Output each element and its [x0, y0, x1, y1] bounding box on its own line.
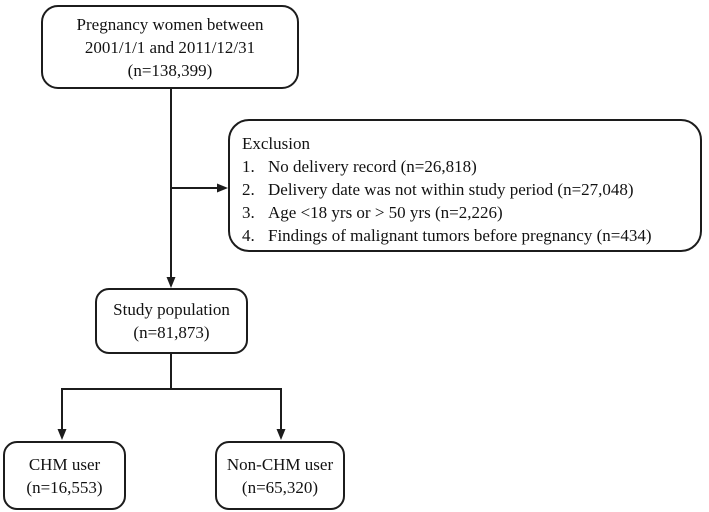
study-line-1: Study population: [113, 300, 230, 319]
exclusion-item-4-number: 4.: [242, 226, 255, 245]
exclusion-item-2-number: 2.: [242, 180, 255, 199]
exclusion-item-4-text: Findings of malignant tumors before preg…: [268, 226, 652, 245]
node-exclusion: Exclusion 1. No delivery record (n=26,81…: [228, 119, 702, 252]
exclusion-item-2: 2. Delivery date was not within study pe…: [242, 178, 690, 201]
exclusion-item-4: 4. Findings of malignant tumors before p…: [242, 224, 690, 247]
study-line-2: (n=81,873): [133, 323, 210, 342]
chm-line-1: CHM user: [28, 454, 101, 474]
exclusion-item-2-text: Delivery date was not within study perio…: [268, 180, 634, 199]
exclusion-item-3: 3. Age <18 yrs or > 50 yrs (n=2,226): [242, 201, 690, 224]
nonchm-line-1: Non-CHM user: [226, 454, 334, 474]
exclusion-item-1: 1. No delivery record (n=26,818): [242, 155, 690, 178]
source-line-2: 2001/1/1 and 2011/12/31: [84, 37, 256, 57]
node-study-population: Study population (n=81,873): [95, 288, 248, 354]
exclusion-item-1-text: No delivery record (n=26,818): [268, 157, 477, 176]
exclusion-item-1-number: 1.: [242, 157, 255, 176]
exclusion-item-3-text: Age <18 yrs or > 50 yrs (n=2,226): [268, 203, 503, 222]
arrowhead-study-icon: [166, 277, 176, 288]
exclusion-title: Exclusion: [242, 134, 310, 153]
nonchm-line-2: (n=65,320): [241, 477, 319, 497]
arrowhead-exclusion-icon: [217, 183, 228, 193]
node-chm-user: CHM user (n=16,553): [3, 441, 126, 510]
chm-line-2: (n=16,553): [26, 477, 103, 497]
arrowhead-nonchm-icon: [276, 429, 286, 440]
node-non-chm-user: Non-CHM user (n=65,320): [215, 441, 345, 510]
arrowhead-chm-icon: [57, 429, 67, 440]
node-source-population: Pregnancy women between 2001/1/1 and 201…: [41, 5, 299, 89]
exclusion-item-3-number: 3.: [242, 203, 255, 222]
source-line-3: (n=138,399): [127, 60, 213, 80]
source-line-1: Pregnancy women between: [76, 14, 264, 34]
